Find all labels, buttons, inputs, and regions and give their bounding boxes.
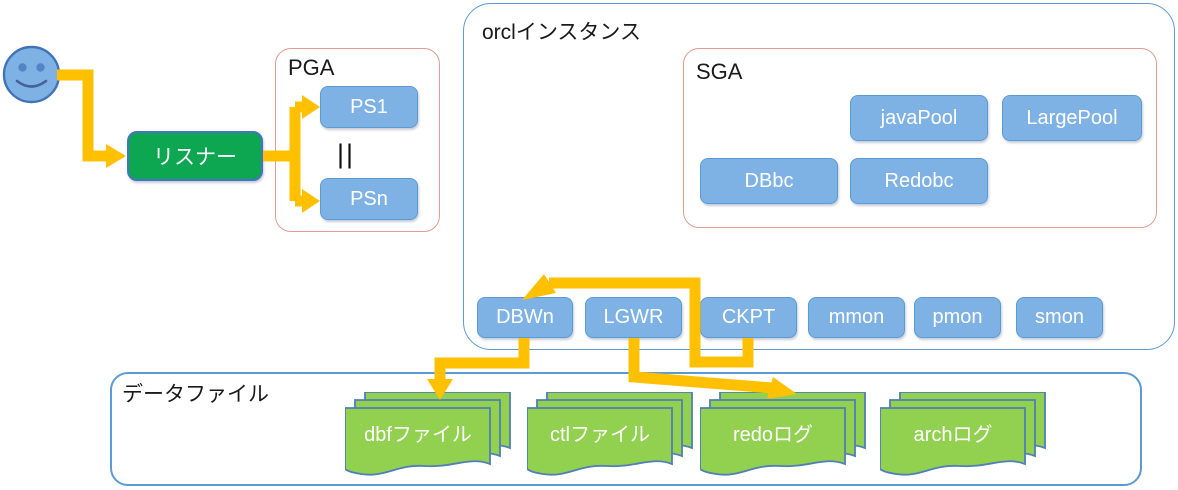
dbf-file-stack: dbfファイル <box>345 392 511 480</box>
redobc-label: Redobc <box>884 169 954 192</box>
dbwn-node: DBWn <box>477 297 573 338</box>
document-stack-icon <box>700 392 866 476</box>
dbwn-label: DBWn <box>496 306 554 328</box>
lgwr-label: LGWR <box>603 306 664 328</box>
pmon-label: pmon <box>932 306 983 328</box>
smon-label: smon <box>1035 306 1084 328</box>
ckpt-node: CKPT <box>700 297 797 338</box>
sga-title: SGA <box>696 59 743 84</box>
ps1-label: PS1 <box>350 95 388 118</box>
mmon-node: mmon <box>808 297 905 338</box>
mmon-label: mmon <box>828 306 885 328</box>
smiley-eye-right <box>36 63 45 72</box>
orcl-instance-title: orclインスタンス <box>482 21 641 44</box>
redo-log-label: redoログ <box>732 424 814 446</box>
datafile-container <box>110 372 1142 486</box>
ctl-file-stack: ctlファイル <box>527 392 693 480</box>
smiley-mouth <box>15 79 48 88</box>
orcl-instance-container <box>463 3 1175 350</box>
smiley-user-icon <box>2 45 61 104</box>
arch-log-label: archログ <box>913 424 993 446</box>
arrow-user-to-listener <box>57 69 106 162</box>
document-stack-icon <box>527 392 693 476</box>
listener-label: リスナー <box>153 146 237 169</box>
smiley-eye-left <box>18 63 27 72</box>
pmon-node: pmon <box>914 297 1001 338</box>
largepool-label: LargePool <box>1026 106 1118 129</box>
listener-node: リスナー <box>127 131 263 181</box>
dbbc-node: DBbc <box>700 158 838 204</box>
parallel-symbol: || <box>337 139 356 169</box>
ctl-file-label: ctlファイル <box>550 424 650 446</box>
datafile-title: データファイル <box>122 383 269 406</box>
arrowhead-listener <box>106 144 126 168</box>
ckpt-label: CKPT <box>721 306 776 328</box>
lgwr-node: LGWR <box>585 297 682 338</box>
redo-log-stack: redoログ <box>700 392 866 480</box>
ps1-node: PS1 <box>320 86 418 128</box>
psn-label: PSn <box>350 187 388 210</box>
javapool-node: javaPool <box>850 95 988 141</box>
largepool-node: LargePool <box>1002 95 1142 141</box>
document-stack-icon <box>345 392 511 476</box>
dbbc-label: DBbc <box>744 169 794 192</box>
pga-title: PGA <box>288 55 335 80</box>
dbf-file-label: dbfファイル <box>364 424 472 446</box>
psn-node: PSn <box>320 178 418 220</box>
arch-log-stack: archログ <box>880 392 1046 480</box>
smon-node: smon <box>1016 297 1103 338</box>
document-stack-icon <box>880 392 1046 476</box>
sga-container <box>683 48 1157 228</box>
redobc-node: Redobc <box>850 158 988 204</box>
javapool-label: javaPool <box>880 106 958 129</box>
pga-container <box>275 48 440 232</box>
